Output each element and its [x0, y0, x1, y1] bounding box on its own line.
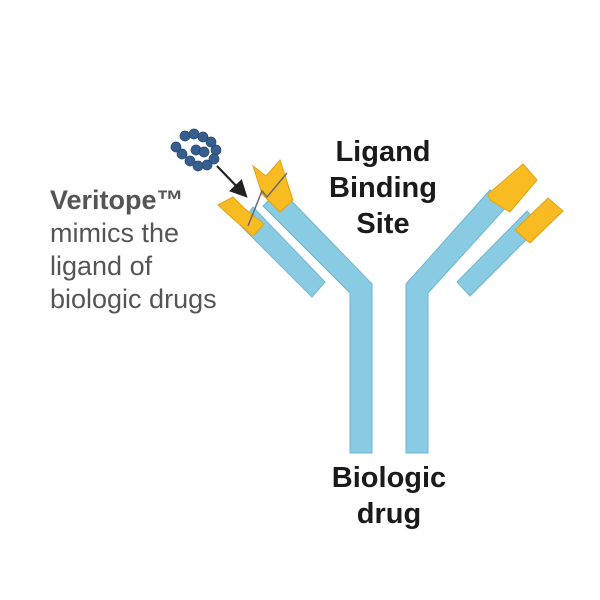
veritope-description: Veritope™ mimics the ligand of biologic … [50, 184, 250, 316]
biologic-drug-label: Biologic drug [316, 460, 462, 532]
biologic-drug-line-2: drug [356, 498, 422, 530]
veritope-brand: Veritope™ [50, 185, 184, 215]
veritope-line-3: biologic drugs [50, 284, 217, 314]
veritope-line-2: ligand of [50, 251, 153, 281]
left-upper-binding-tip [252, 159, 294, 213]
binding-site-line-3: Site [356, 208, 410, 240]
binding-site-line-2: Binding [329, 172, 437, 204]
right-lower-binding-tip [514, 197, 564, 244]
bead-ring-icon [170, 128, 222, 172]
ligand-line-icon [247, 172, 288, 227]
binding-site-line-1: Ligand [335, 136, 431, 168]
binding-site-label: Ligand Binding Site [318, 134, 448, 242]
biologic-drug-line-1: Biologic [331, 462, 447, 494]
veritope-line-1: mimics the [50, 218, 180, 248]
right-heavy-chain [405, 189, 509, 454]
right-upper-binding-tip [487, 163, 538, 213]
arrow-icon [216, 165, 248, 198]
